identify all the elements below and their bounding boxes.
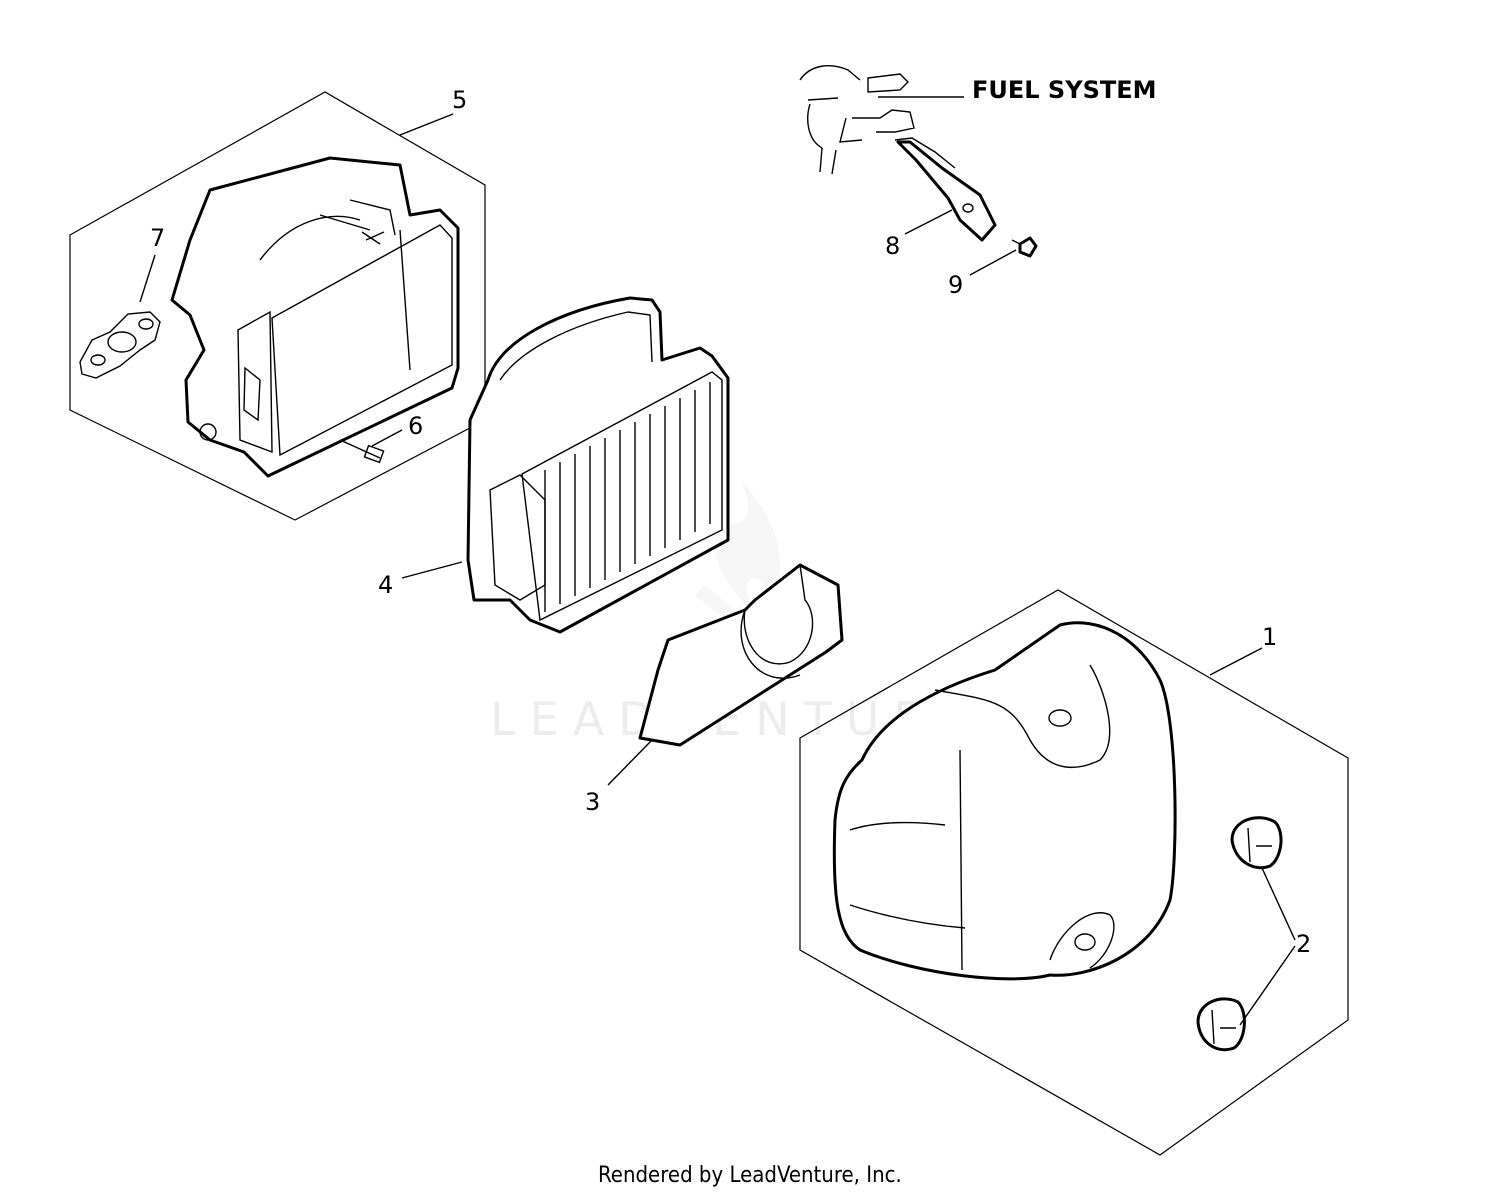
leader-lines (139, 96, 1296, 1026)
stud-upper (361, 231, 385, 245)
stud (339, 439, 385, 464)
gasket (79, 311, 161, 379)
air-cleaner-base (170, 156, 460, 478)
credit-text: Rendered by LeadVenture, Inc. (598, 1163, 902, 1188)
knob-upper (1230, 816, 1283, 870)
screw (1011, 236, 1038, 258)
air-cleaner-cover (832, 621, 1177, 981)
fuel-line-clip (896, 140, 997, 242)
fuel-system-sketch (799, 64, 956, 175)
callout-5: 5 (452, 86, 467, 114)
pre-cleaner (638, 563, 844, 747)
fuel-system-label: FUEL SYSTEM (972, 76, 1157, 104)
callout-3: 3 (585, 788, 600, 816)
callout-1: 1 (1262, 623, 1277, 651)
knob-lower (1196, 997, 1246, 1052)
assembly-outline-cover (799, 589, 1349, 1156)
callout-2: 2 (1296, 930, 1311, 958)
callout-7: 7 (150, 224, 165, 252)
callout-6: 6 (408, 412, 423, 440)
callout-4: 4 (378, 571, 393, 599)
callout-9: 9 (948, 271, 963, 299)
air-filter (466, 296, 730, 634)
filter-pleats (544, 382, 711, 612)
callout-8: 8 (885, 232, 900, 260)
